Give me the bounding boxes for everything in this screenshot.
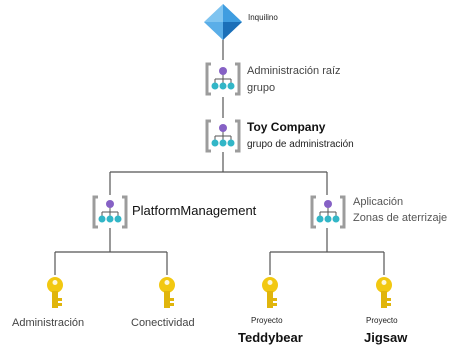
subscription-key-icon	[262, 277, 278, 308]
company-group-subtitle: grupo de administración	[247, 139, 354, 150]
subscription-key-icon	[47, 277, 63, 308]
management-group-icon	[92, 195, 128, 229]
tenant-diamond-icon	[204, 4, 242, 40]
subscription-prefix: Proyecto	[366, 316, 398, 325]
subscription-key-icon	[159, 277, 175, 308]
management-group-icon	[310, 195, 346, 229]
tenant-label: Inquilino	[248, 13, 278, 22]
subscription-label: Conectividad	[131, 317, 195, 329]
subscription-label: Teddybear	[238, 330, 303, 345]
management-group-icon	[205, 119, 241, 153]
application-group-line2: Zonas de aterrizaje	[353, 212, 448, 224]
application-group-line1: Aplicación	[353, 196, 404, 208]
subscription-label: Jigsaw	[364, 330, 408, 345]
management-group-icon	[205, 62, 241, 96]
subscription-key-icon	[376, 277, 392, 308]
subscription-label: Administración	[12, 317, 85, 329]
company-group-title: Toy Company	[247, 120, 326, 134]
subscription-prefix: Proyecto	[251, 316, 283, 325]
platform-group-title: PlatformManagement	[132, 203, 257, 218]
root-group-line1: Administración raíz	[247, 65, 341, 77]
root-group-line2: grupo	[247, 82, 276, 94]
